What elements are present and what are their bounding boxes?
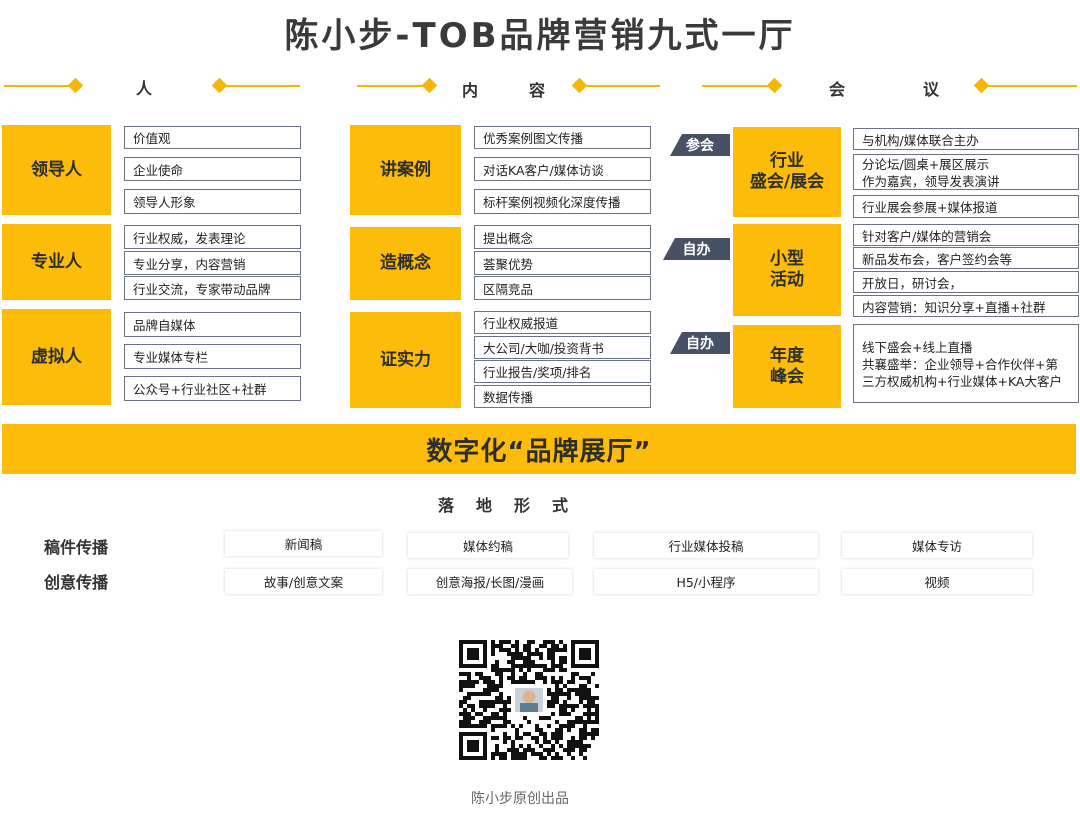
people-block-leader: 领导人	[2, 125, 111, 215]
people-header-diamond-left	[67, 77, 84, 94]
meeting-tag-attend: 参会	[670, 134, 730, 156]
meeting-block-small-line1: 小型	[770, 249, 804, 269]
people-leader-item: 价值观	[124, 126, 301, 149]
credit-text: 陈小步原创出品	[471, 791, 569, 807]
meeting-small-item: 开放日，研讨会，	[853, 271, 1079, 293]
meeting-tag-self-hosted: 自办	[663, 238, 730, 260]
format-row-label-creative: 创意传播	[44, 573, 109, 592]
meeting-industry-item: 行业展会参展+媒体报道	[853, 195, 1079, 218]
meeting-block-annual: 年度 峰会	[733, 325, 841, 408]
meeting-industry-item-line: 分论坛/圆桌+展区展示	[862, 156, 990, 172]
content-block-strength: 证实力	[350, 312, 461, 408]
people-virtual-item: 专业媒体专栏	[124, 344, 301, 369]
content-block-cases: 讲案例	[350, 125, 461, 215]
format-item-manuscript: 媒体专访	[842, 533, 1032, 558]
format-item-creative: 故事/创意文案	[225, 569, 382, 594]
content-header-label-b: 容	[529, 81, 546, 100]
meeting-block-small: 小型 活动	[733, 224, 841, 316]
content-cases-item: 优秀案例图文传播	[474, 126, 651, 149]
meeting-small-item: 针对客户/媒体的营销会	[853, 224, 1079, 246]
meeting-block-annual-line2: 峰会	[770, 366, 804, 387]
content-cases-item: 对话KA客户/媒体访谈	[474, 157, 651, 181]
people-virtual-item: 品牌自媒体	[124, 312, 301, 337]
format-item-manuscript: 媒体约稿	[408, 533, 568, 558]
landing-forms-title: 落地形式	[438, 496, 591, 515]
page-title: 陈小步-TOB品牌营销九式一厅	[284, 16, 796, 56]
people-header-line-right	[220, 85, 300, 87]
meeting-annual-item-line: 线下盛会+线上直播	[862, 339, 973, 355]
meeting-header-diamond-left	[766, 77, 783, 94]
meeting-block-small-line2: 活动	[770, 270, 804, 290]
meeting-small-item: 内容营销：知识分享+直播+社群	[853, 295, 1079, 317]
content-cases-item: 标杆案例视频化深度传播	[474, 189, 651, 214]
meeting-header-label-a: 会	[829, 80, 846, 99]
format-item-creative: 创意海报/长图/漫画	[408, 569, 572, 594]
content-concept-item: 区隔竞品	[474, 276, 651, 300]
meeting-annual-item-line: 三方权威机构+行业媒体+KA大客户	[862, 373, 1062, 389]
meeting-block-industry: 行业 盛会/展会	[733, 127, 841, 217]
content-strength-item: 行业权威报道	[474, 311, 651, 334]
people-expert-item: 专业分享，内容营销	[124, 251, 301, 275]
meeting-block-industry-line1: 行业	[770, 151, 804, 171]
people-block-virtual: 虚拟人	[2, 309, 111, 405]
meeting-header-line-right	[982, 85, 1077, 87]
content-strength-item: 数据传播	[474, 385, 651, 408]
people-expert-item: 行业权威，发表理论	[124, 225, 301, 249]
people-virtual-item: 公众号+行业社区+社群	[124, 376, 301, 401]
meeting-industry-item: 与机构/媒体联合主办	[853, 128, 1079, 150]
meeting-block-annual-line1: 年度	[770, 345, 804, 366]
content-concept-item: 提出概念	[474, 225, 651, 249]
content-header-line-right	[580, 85, 660, 87]
brand-hall-banner: 数字化“品牌展厅”	[2, 424, 1076, 474]
people-header-line-left	[4, 85, 76, 87]
content-concept-item: 荟聚优势	[474, 251, 651, 275]
content-header-line-left	[357, 85, 429, 87]
meeting-header-label-b: 议	[923, 80, 940, 99]
people-leader-item: 企业使命	[124, 157, 301, 181]
meeting-annual-item: 线下盛会+线上直播 共襄盛举：企业领导+合作伙伴+第 三方权威机构+行业媒体+K…	[853, 324, 1079, 403]
format-item-manuscript: 行业媒体投稿	[594, 533, 818, 558]
meeting-annual-item-line: 共襄盛举：企业领导+合作伙伴+第	[862, 356, 1058, 372]
content-header-diamond-left	[421, 77, 438, 94]
people-expert-item: 行业交流，专家带动品牌	[124, 276, 301, 300]
people-block-expert: 专业人	[2, 224, 111, 300]
meeting-tag-self-hosted-annual: 自办	[670, 332, 730, 354]
qr-code-image	[459, 640, 599, 760]
meeting-industry-item-line: 作为嘉宾，领导发表演讲	[862, 173, 1000, 189]
meeting-block-industry-line2: 盛会/展会	[749, 172, 825, 192]
format-item-creative: 视频	[842, 569, 1032, 594]
format-item-creative: H5/小程序	[594, 569, 818, 594]
content-strength-item: 行业报告/奖项/排名	[474, 360, 651, 383]
meeting-header-line-left	[702, 85, 774, 87]
format-row-label-manuscript: 稿件传播	[44, 538, 109, 557]
people-leader-item: 领导人形象	[124, 189, 301, 214]
format-item-manuscript: 新闻稿	[225, 531, 382, 556]
content-header-label-a: 内	[462, 81, 479, 100]
meeting-small-item: 新品发布会，客户签约会等	[853, 247, 1079, 269]
content-block-concept: 造概念	[350, 227, 461, 300]
content-strength-item: 大公司/大咖/投资背书	[474, 336, 651, 359]
meeting-industry-item: 分论坛/圆桌+展区展示 作为嘉宾，领导发表演讲	[853, 154, 1079, 190]
people-header-label: 人	[136, 79, 153, 98]
